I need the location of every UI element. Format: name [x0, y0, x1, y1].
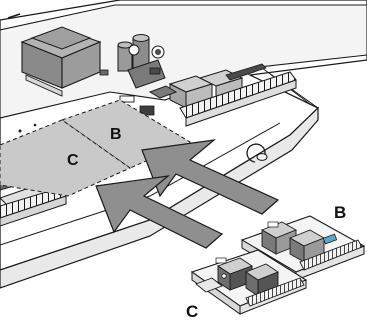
mount-hole — [18, 129, 22, 133]
terminal-block-icon — [179, 63, 297, 127]
module-c-label: C — [186, 302, 198, 321]
connector-small — [139, 105, 155, 116]
terminal-block-icon — [299, 239, 363, 271]
mount-hole — [33, 123, 37, 127]
slot-c-area: C — [0, 119, 132, 197]
plate-edge — [0, 122, 281, 246]
header-pins — [267, 221, 279, 228]
module-b-label: B — [334, 203, 346, 222]
transformer-icon — [20, 26, 102, 97]
capacitor-icon — [99, 34, 166, 116]
keyhole-slot — [246, 143, 268, 163]
module-c: C — [186, 249, 308, 321]
header-pins — [215, 257, 227, 264]
arrow-c — [95, 175, 224, 249]
terminal-block-icon — [245, 277, 305, 307]
arrow-b — [141, 139, 280, 215]
header-pins — [119, 95, 135, 103]
slot-c-label: C — [67, 152, 79, 169]
connector-accent — [322, 233, 338, 245]
module-b: B — [240, 203, 366, 281]
pcb-trace — [7, 13, 21, 19]
insert-arrow-icon — [95, 139, 280, 249]
slot-b-label: B — [110, 126, 122, 143]
enclosure-rim — [0, 106, 319, 289]
